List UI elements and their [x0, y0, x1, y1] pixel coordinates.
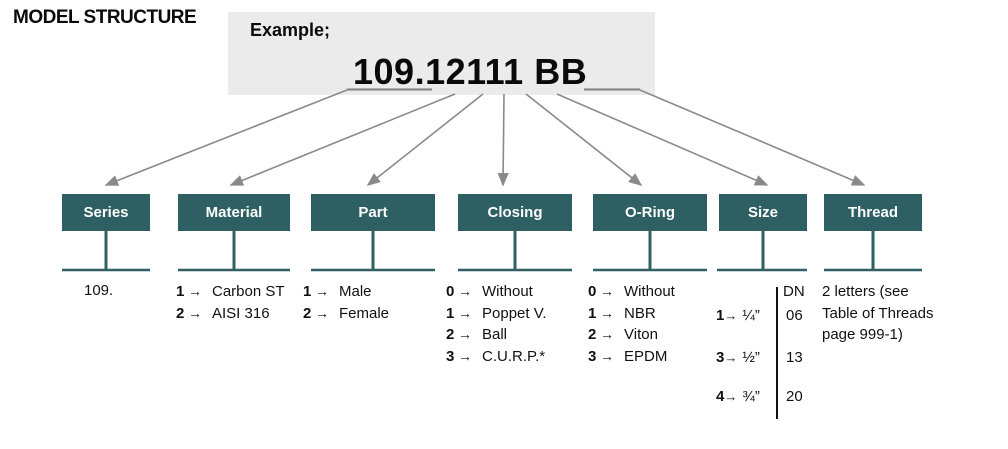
- size-dn-header: DN: [783, 283, 805, 300]
- option-code: 2: [446, 326, 455, 343]
- option-code: 0: [588, 283, 597, 300]
- arrow-glyph: →: [188, 304, 202, 321]
- option-code: 3: [716, 349, 725, 366]
- material-option-1: 1 → Carbon ST: [176, 281, 285, 303]
- closing-option-1: 0 → Without: [446, 281, 547, 303]
- arrow-glyph: →: [458, 283, 472, 299]
- option-label: AISI 316: [212, 304, 270, 322]
- oring-option-4: 3 → EPDM: [588, 346, 675, 368]
- size-options: DN 1 → ¼” 06 3 → ½” 13 4 → ¾” 20: [712, 276, 827, 426]
- closing-option-3: 2 → Ball: [446, 324, 547, 346]
- size-dn-value: 13: [786, 349, 803, 366]
- thread-note-line: page 999-1): [822, 326, 903, 343]
- option-label: Viton: [624, 326, 658, 343]
- size-fraction: ¼”: [742, 307, 760, 324]
- category-box-size: Size: [719, 194, 807, 231]
- example-box: Example; 109.12111 BB: [228, 12, 655, 95]
- arrow-glyph: →: [458, 347, 472, 364]
- category-box-thread: Thread: [824, 194, 922, 231]
- size-option-3: 4 → ¾”: [716, 388, 760, 405]
- arrow-glyph: →: [724, 350, 738, 365]
- arrow-to-closing: [497, 93, 509, 187]
- option-label: Carbon ST: [212, 283, 285, 300]
- option-code: 2: [303, 304, 312, 322]
- option-label: Without: [624, 283, 675, 300]
- size-option-2: 3 → ½”: [716, 349, 760, 366]
- thread-note-line: Table of Threads: [822, 304, 934, 322]
- option-code: 3: [446, 347, 455, 365]
- oring-option-1: 0 → Without: [588, 281, 675, 303]
- material-options: 1 → Carbon ST 2 → AISI 316: [176, 281, 285, 324]
- option-code: 4: [716, 388, 725, 405]
- thread-note: 2 letters (see Table of Threads page 999…: [822, 281, 992, 346]
- oring-option-2: 1 → NBR: [588, 303, 675, 325]
- size-option-1: 1 → ¼”: [716, 307, 760, 324]
- size-fraction: ½”: [742, 349, 760, 366]
- closing-option-4: 3 → C.U.R.P.*: [446, 346, 547, 368]
- arrow-to-oring: [525, 93, 643, 186]
- oring-option-3: 2 → Viton: [588, 324, 675, 346]
- option-code: 1: [303, 283, 312, 300]
- option-label: Female: [339, 304, 390, 322]
- category-box-series: Series: [62, 194, 150, 231]
- closing-options: 0 → Without 1 → Poppet V. 2 → Ball 3 → C…: [446, 281, 547, 367]
- option-code: 1: [446, 304, 455, 322]
- option-label: NBR: [624, 304, 656, 322]
- example-label: Example;: [250, 20, 331, 40]
- option-code: 3: [588, 347, 597, 365]
- series-value: 109.: [84, 282, 114, 299]
- arrow-glyph: →: [315, 283, 329, 299]
- option-code: 1: [588, 304, 597, 322]
- arrow-to-thread: [639, 89, 866, 186]
- material-option-2: 2 → AISI 316: [176, 303, 285, 325]
- closing-option-2: 1 → Poppet V.: [446, 303, 547, 325]
- size-fraction: ¾”: [742, 388, 760, 405]
- option-code: 0: [446, 283, 455, 300]
- arrow-glyph: →: [458, 326, 472, 342]
- size-divider-line: [776, 287, 778, 419]
- option-label: Ball: [482, 326, 508, 343]
- thread-note-line: 2 letters (see: [822, 283, 909, 300]
- size-dn-value: 20: [786, 388, 803, 405]
- arrow-glyph: →: [600, 283, 614, 299]
- category-box-part: Part: [311, 194, 435, 231]
- option-label: Without: [482, 283, 533, 300]
- example-code: 109.12111 BB: [353, 51, 588, 92]
- category-box-closing: Closing: [458, 194, 572, 231]
- arrow-to-part: [366, 93, 484, 186]
- arrow-glyph: →: [315, 304, 329, 321]
- part-option-2: 2 → Female: [303, 303, 389, 325]
- option-label: EPDM: [624, 347, 668, 365]
- category-box-oring: O-Ring: [593, 194, 707, 231]
- arrow-glyph: →: [458, 304, 472, 321]
- option-code: 1: [716, 307, 725, 324]
- arrow-to-size: [556, 93, 769, 186]
- arrow-to-series: [104, 89, 348, 186]
- arrow-glyph: →: [188, 283, 202, 299]
- option-code: 1: [176, 283, 185, 300]
- arrow-glyph: →: [724, 389, 738, 404]
- option-label: Male: [339, 283, 372, 300]
- arrow-glyph: →: [600, 304, 614, 321]
- category-box-material: Material: [178, 194, 290, 231]
- arrow-to-material: [229, 93, 456, 186]
- page-title: MODEL STRUCTURE: [13, 7, 197, 28]
- part-option-1: 1 → Male: [303, 281, 389, 303]
- arrow-glyph: →: [600, 326, 614, 342]
- arrow-glyph: →: [600, 347, 614, 364]
- oring-options: 0 → Without 1 → NBR 2 → Viton 3 → EPDM: [588, 281, 675, 367]
- size-dn-value: 06: [786, 307, 803, 324]
- arrow-glyph: →: [724, 308, 738, 323]
- option-code: 2: [588, 326, 597, 343]
- part-options: 1 → Male 2 → Female: [303, 281, 389, 324]
- option-label: C.U.R.P.*: [482, 347, 546, 365]
- option-label: Poppet V.: [482, 304, 547, 322]
- option-code: 2: [176, 304, 185, 322]
